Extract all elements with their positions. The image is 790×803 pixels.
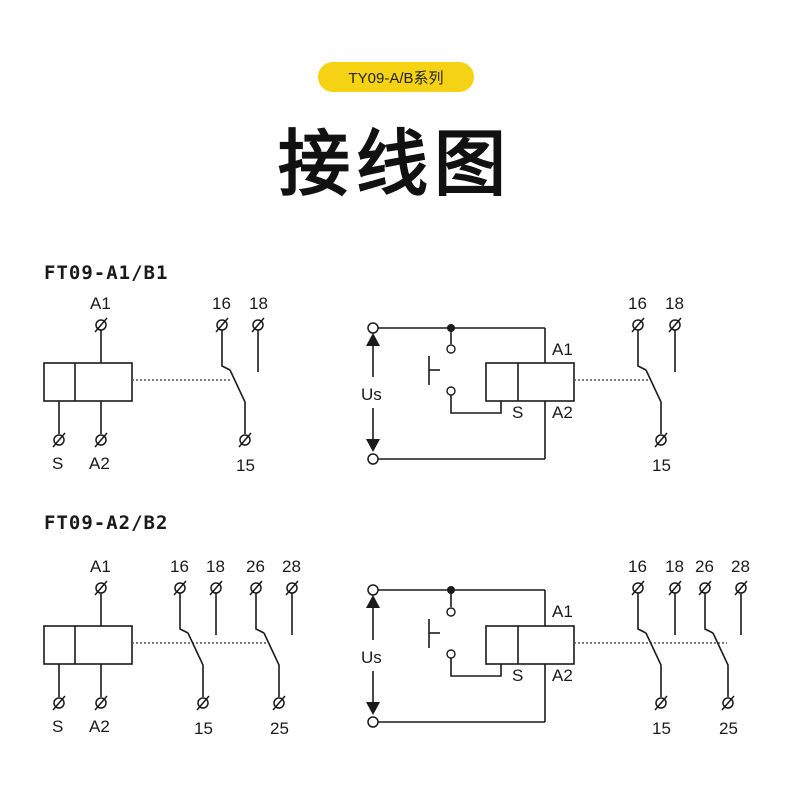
circuit-label-s: S bbox=[512, 403, 523, 422]
terminal-a1-2-icon bbox=[94, 580, 108, 596]
terminal-a1-icon bbox=[94, 317, 108, 333]
terminal-label-a2-2: A2 bbox=[89, 717, 110, 736]
contact-label-15-2: 15 bbox=[194, 719, 213, 738]
circuit-label-a2-2: A2 bbox=[552, 666, 573, 685]
circuit-label-s-2: S bbox=[512, 666, 523, 685]
circuit-label-a1-2: A1 bbox=[552, 602, 573, 621]
circuit-contact-label-18: 18 bbox=[665, 294, 684, 313]
relay-coil-box-2 bbox=[43, 625, 133, 665]
terminal-16-2-icon bbox=[173, 580, 187, 596]
circuit-relay-box bbox=[485, 362, 575, 402]
contact-label-25: 25 bbox=[270, 719, 289, 738]
terminal-16-icon bbox=[215, 317, 229, 333]
circuit-terminal-26-icon bbox=[698, 580, 712, 596]
circuit-terminal-28-icon bbox=[734, 580, 748, 596]
circuit-terminal-16-2-icon bbox=[631, 580, 645, 596]
circuit-diagram-2: Us A1 S A2 16 18 26 28 15 25 bbox=[361, 557, 750, 738]
circuit-contact-label-25: 25 bbox=[719, 719, 738, 738]
series-badge: TY09-A/B系列 bbox=[318, 62, 474, 92]
terminal-15-2-icon bbox=[196, 695, 210, 711]
contact-label-28: 28 bbox=[282, 557, 301, 576]
terminal-label-a1: A1 bbox=[90, 294, 111, 313]
voltage-label-us: Us bbox=[361, 385, 382, 404]
terminal-18-icon bbox=[251, 317, 265, 333]
terminal-label-s-2: S bbox=[52, 717, 63, 736]
contact-label-18-2: 18 bbox=[206, 557, 225, 576]
terminal-26-icon bbox=[249, 580, 263, 596]
circuit-contact-label-28: 28 bbox=[731, 557, 750, 576]
circuit-diagram-1: Us A1 S A2 16 18 15 bbox=[361, 294, 684, 475]
terminal-a2-2-icon bbox=[94, 695, 108, 711]
terminal-25-icon bbox=[272, 695, 286, 711]
contact-label-26: 26 bbox=[246, 557, 265, 576]
circuit-terminal-15-2-icon bbox=[654, 695, 668, 711]
circuit-terminal-25-icon bbox=[721, 695, 735, 711]
terminal-label-s: S bbox=[52, 454, 63, 473]
circuit-contact-label-18-2: 18 bbox=[665, 557, 684, 576]
relay-coil-box bbox=[43, 362, 133, 402]
circuit-contact-label-15: 15 bbox=[652, 456, 671, 475]
relay-symbol-2: A1 S A2 16 18 15 26 28 25 bbox=[43, 557, 301, 738]
circuit-label-a1: A1 bbox=[552, 340, 573, 359]
section-label-a1b1: FT09-A1/B1 bbox=[44, 262, 169, 284]
terminal-28-icon bbox=[285, 580, 299, 596]
circuit-terminal-18-2-icon bbox=[668, 580, 682, 596]
circuit-terminal-16-icon bbox=[631, 317, 645, 333]
circuit-contact-label-16: 16 bbox=[628, 294, 647, 313]
terminal-18-2-icon bbox=[209, 580, 223, 596]
page-title: 接线图 bbox=[277, 122, 512, 206]
contact-label-16: 16 bbox=[212, 294, 231, 313]
circuit-terminal-18-icon bbox=[668, 317, 682, 333]
terminal-label-a1-2: A1 bbox=[90, 557, 111, 576]
circuit-contact-label-16-2: 16 bbox=[628, 557, 647, 576]
voltage-label-us-2: Us bbox=[361, 648, 382, 667]
circuit-contact-label-15-2: 15 bbox=[652, 719, 671, 738]
contact-label-16-2: 16 bbox=[170, 557, 189, 576]
section-label-a2b2: FT09-A2/B2 bbox=[44, 512, 169, 534]
terminal-a2-icon bbox=[94, 432, 108, 448]
circuit-label-a2: A2 bbox=[552, 403, 573, 422]
circuit-contact-label-26: 26 bbox=[695, 557, 714, 576]
terminal-label-a2: A2 bbox=[89, 454, 110, 473]
circuit-relay-box-2 bbox=[485, 625, 575, 665]
terminal-s-icon bbox=[52, 432, 66, 448]
terminal-s-2-icon bbox=[52, 695, 66, 711]
contact-label-15: 15 bbox=[236, 456, 255, 475]
relay-symbol-1: A1 S A2 16 18 15 bbox=[43, 294, 268, 475]
terminal-15-icon bbox=[238, 432, 252, 448]
circuit-terminal-15-icon bbox=[654, 432, 668, 448]
contact-label-18: 18 bbox=[249, 294, 268, 313]
